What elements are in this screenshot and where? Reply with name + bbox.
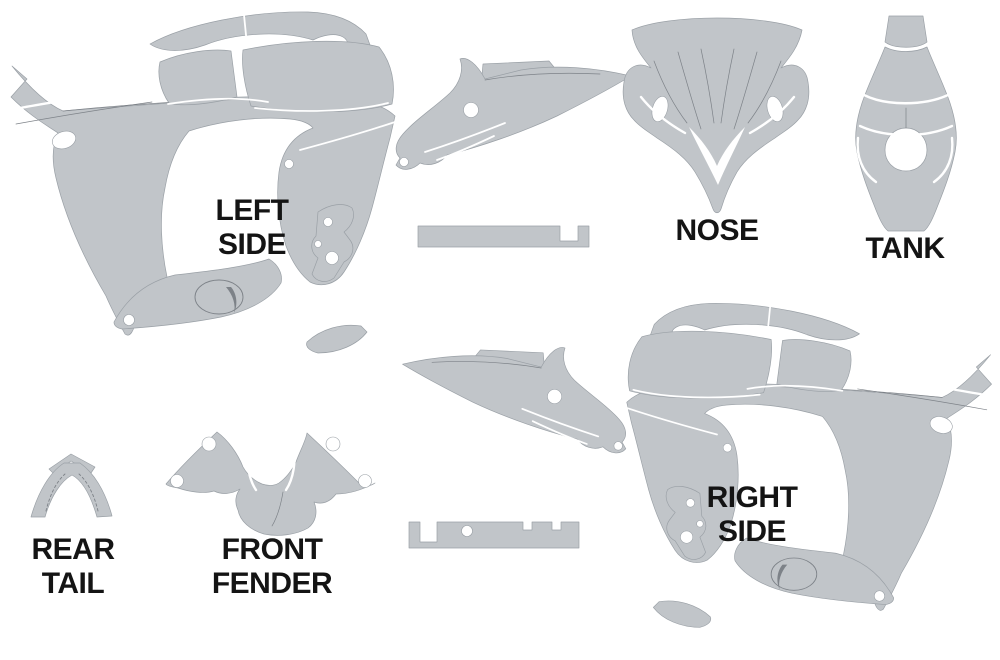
upper-cowl-piece (158, 49, 238, 106)
nose-v-cutout (689, 127, 745, 185)
windscreen-gap-slit (254, 102, 389, 112)
tail-arm-slit-1 (424, 122, 506, 153)
fender-left-fold-slit (246, 438, 258, 492)
tank-slit-right-lobe (932, 136, 954, 184)
tail-arm-seam (484, 72, 601, 81)
front-fender-main-piece (165, 431, 376, 536)
fender-hole-top-right (325, 436, 341, 452)
tail-arm-bolt-hole (463, 102, 479, 118)
front-fender-panel-group (165, 431, 376, 536)
rear-tail-panel-group (30, 453, 113, 518)
brow-split-slit (243, 14, 248, 46)
left-side-panel-group (10, 11, 632, 354)
nose-seam-1 (677, 51, 702, 130)
tank-slit-upper (862, 93, 950, 105)
tank-panel-group (855, 15, 957, 232)
bracket-hole-2 (325, 251, 339, 265)
belly-ring-detail (194, 279, 244, 315)
upper-joint-strip-piece (417, 225, 590, 248)
right-side-panel-group (401, 302, 993, 629)
lower-joint-strip-piece (408, 521, 580, 549)
nose-label: NOSE (675, 214, 759, 248)
right-side-label: RIGHT SIDE (706, 481, 798, 548)
cowl-gap-slit (167, 97, 269, 105)
fender-hole-tip-right (358, 474, 372, 488)
fender-hole-tip-left (170, 474, 184, 488)
rear-tail-arch-piece (30, 462, 113, 518)
rear-tail-label: REAR TAIL (31, 533, 115, 600)
tail-arm-small-hole (399, 157, 409, 167)
nose-right-wing-slit (748, 95, 796, 135)
front-fender-label: FRONT FENDER (211, 533, 333, 600)
nose-seam-3 (733, 51, 758, 130)
side-upper-bolt-hole (51, 130, 77, 150)
nose-left-vent-hole (651, 96, 669, 122)
nose-panel-group (622, 17, 810, 214)
bracket-hole-1 (323, 217, 333, 227)
tail-arm-piece (395, 58, 632, 170)
nose-main-piece (622, 17, 810, 214)
bracket-hole-3 (314, 240, 322, 248)
tail-arm-slit-2 (436, 135, 495, 161)
nose-left-wing-slit (639, 95, 687, 135)
nose-seam-5 (653, 60, 688, 124)
bracket-piece (311, 204, 354, 282)
tank-slit-left-lobe (856, 136, 878, 184)
fender-hole-top-left (201, 436, 217, 452)
lower-fin-piece (306, 324, 368, 354)
belly-bolt-hole (123, 314, 135, 326)
fender-right-fold-slit (284, 438, 296, 492)
tank-slit-middle (858, 124, 954, 137)
side-panel-sliver (299, 121, 396, 151)
nose-seam-4 (720, 48, 735, 124)
lower-strip-bolt-hole (461, 525, 473, 537)
tank-cap-piece (884, 15, 928, 48)
nose-seam-2 (700, 48, 715, 124)
belly-wedge-detail (226, 287, 237, 313)
nose-right-vent-hole (766, 96, 784, 122)
fender-center-seam (271, 491, 284, 527)
left-side-label: LEFT SIDE (215, 194, 290, 261)
tank-label: TANK (865, 232, 945, 266)
belly-panel-piece (113, 258, 282, 330)
tank-main-piece (855, 46, 957, 232)
side-panel-bolt-hole (284, 159, 294, 169)
nose-seam-6 (747, 60, 782, 124)
side-blade-slit (18, 82, 154, 110)
